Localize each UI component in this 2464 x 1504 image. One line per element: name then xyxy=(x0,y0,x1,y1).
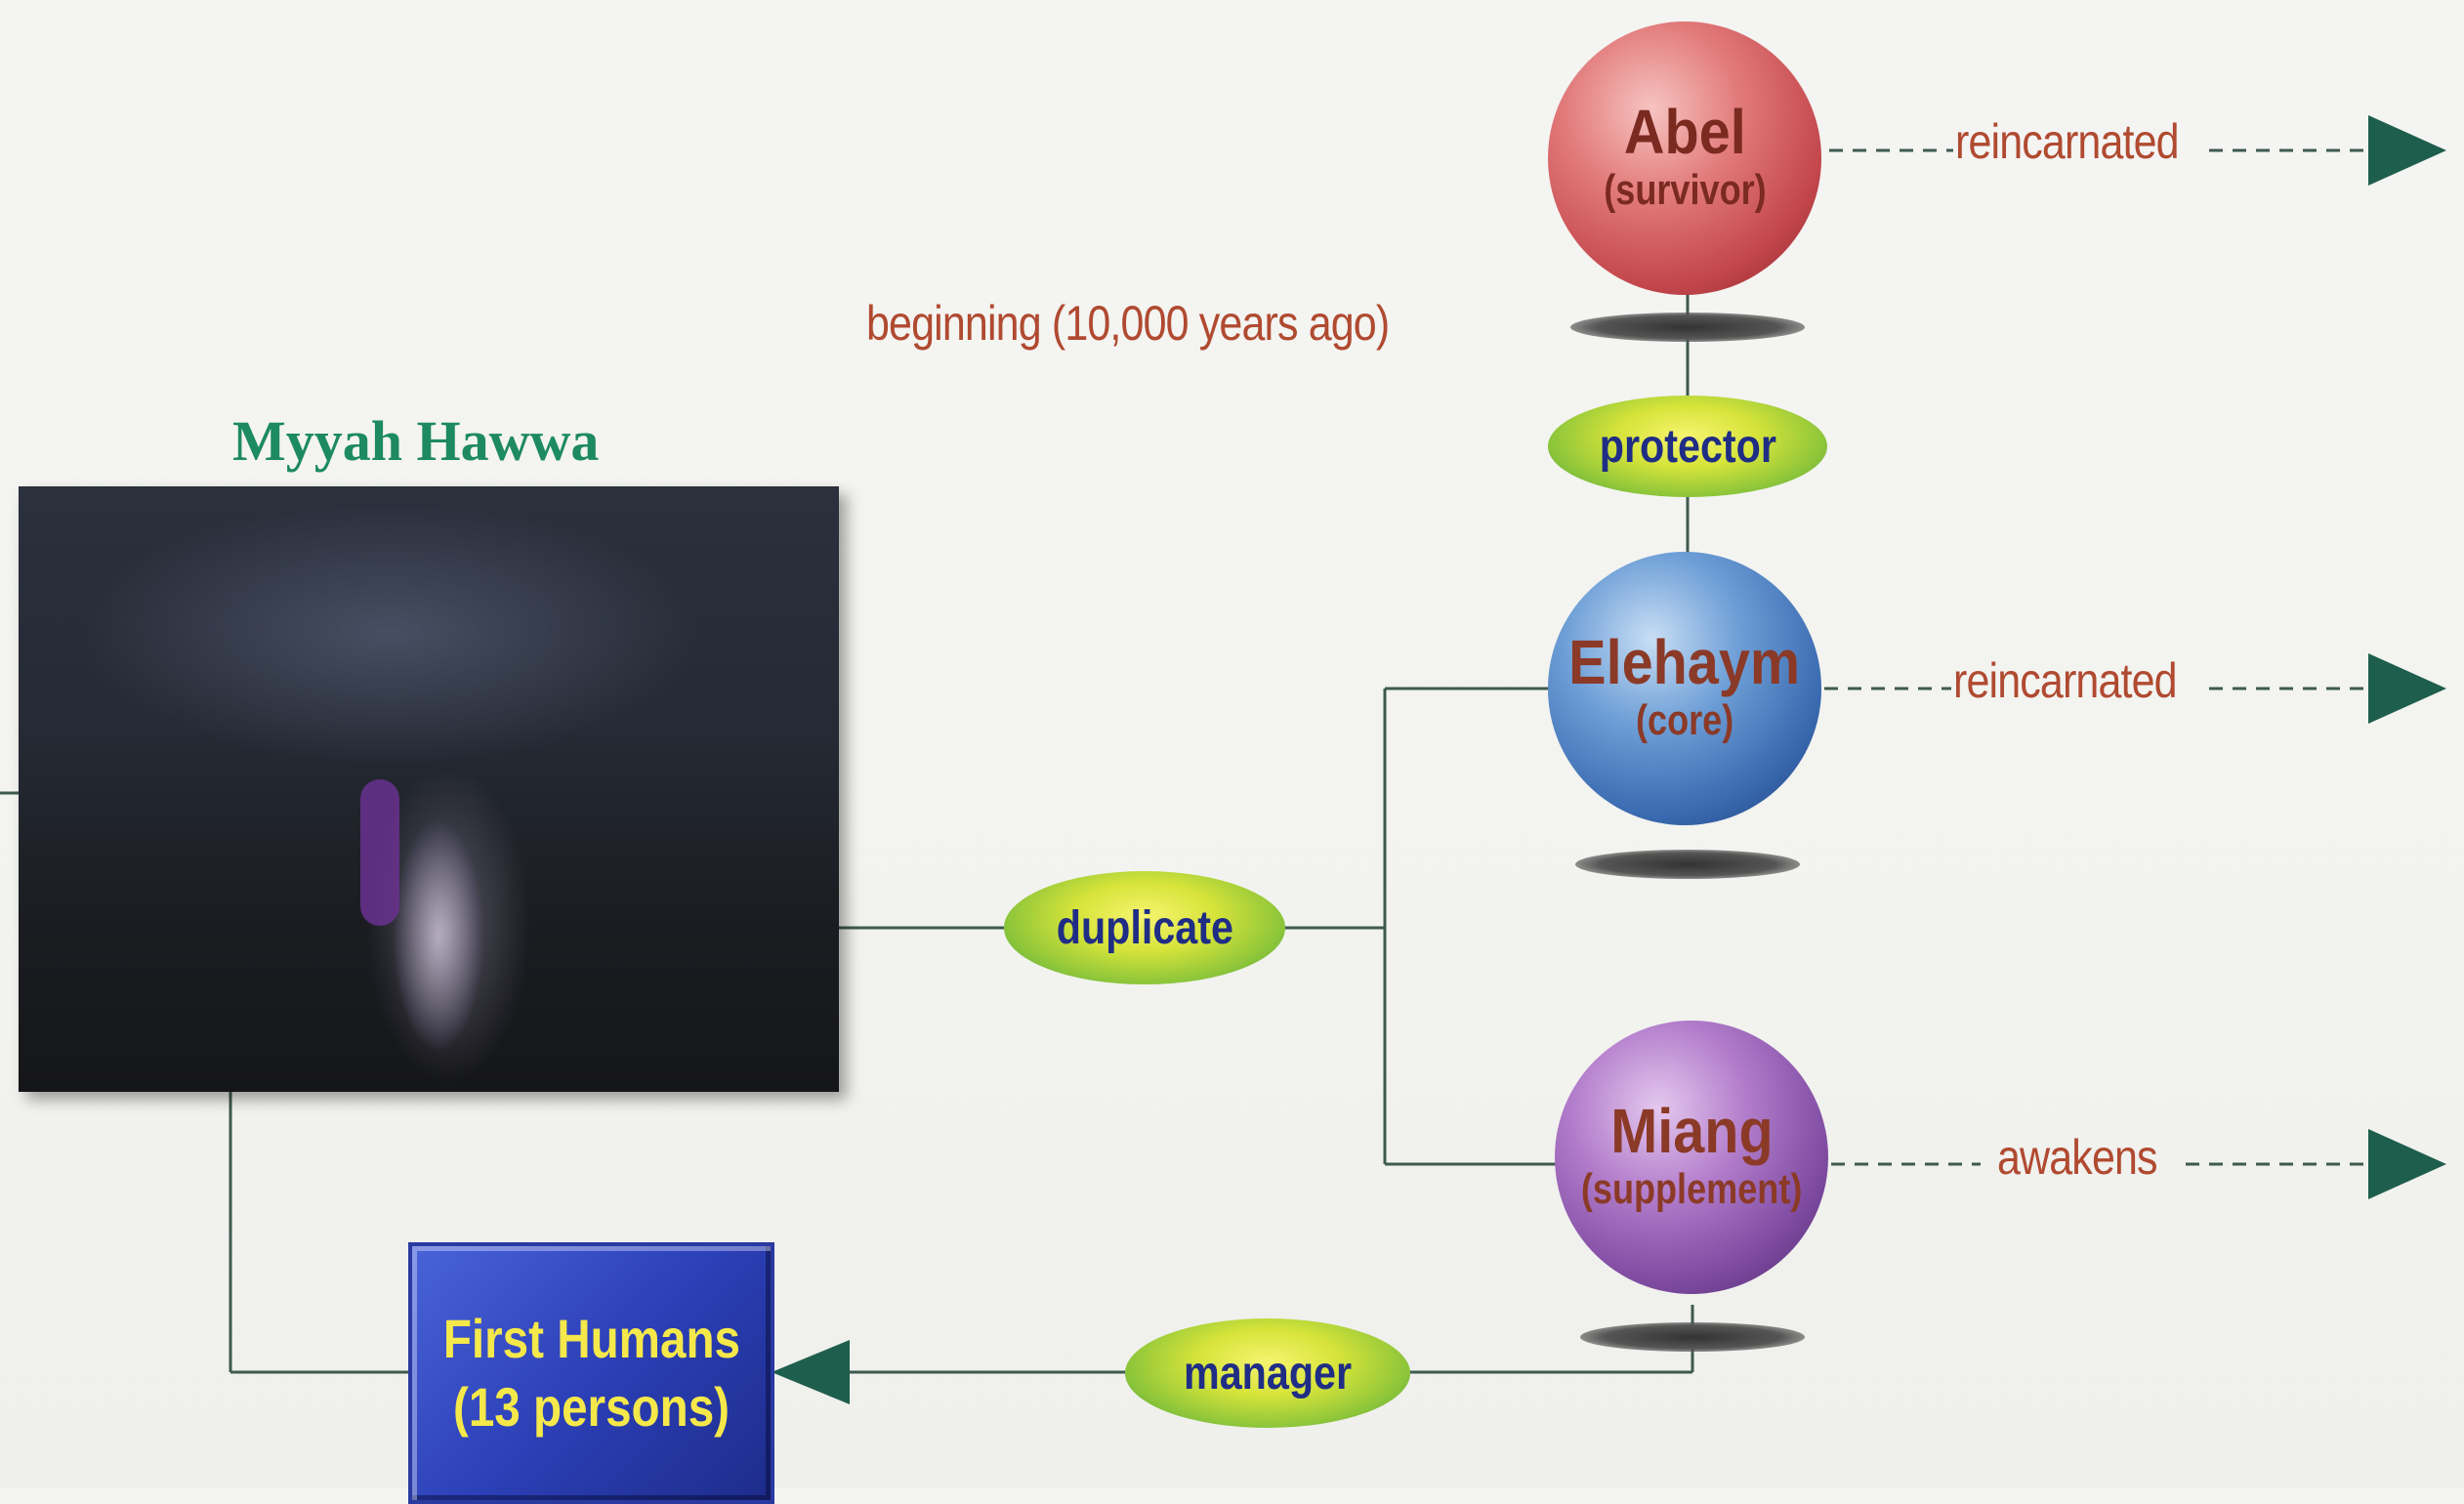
relation-manager-label: manager xyxy=(1183,1347,1353,1400)
diagram-title: Myyah Hawwa xyxy=(232,409,600,473)
relation-duplicate: duplicate xyxy=(1004,871,1285,984)
relation-duplicate-label: duplicate xyxy=(1056,901,1233,954)
relation-manager: manager xyxy=(1125,1318,1410,1428)
outcome-elehaym: reincarnated xyxy=(1953,653,2178,708)
relation-protector: protector xyxy=(1548,396,1827,497)
node-abel-role: (survivor) xyxy=(1603,166,1767,215)
arrow-right-abel-icon xyxy=(2368,115,2446,186)
node-elehaym: Elehaym (core) xyxy=(1548,552,1821,825)
node-miang-name: Miang xyxy=(1609,1096,1774,1166)
node-miang: Miang (supplement) xyxy=(1555,1021,1828,1294)
node-abel-name: Abel xyxy=(1623,97,1746,167)
figure-silhouette xyxy=(380,789,497,1082)
arrow-right-miang-icon xyxy=(2368,1129,2446,1199)
node-miang-role: (supplement) xyxy=(1580,1165,1803,1214)
node-miang-shadow xyxy=(1580,1322,1805,1352)
node-elehaym-shadow xyxy=(1575,850,1800,879)
node-elehaym-name: Elehaym xyxy=(1568,627,1801,697)
outcome-abel: reincarnated xyxy=(1955,114,2180,169)
outcome-miang: awakens xyxy=(1997,1130,2158,1185)
figure-hair xyxy=(360,779,399,926)
relation-protector-label: protector xyxy=(1599,420,1776,473)
node-abel-shadow xyxy=(1570,313,1805,342)
node-first-humans: First Humans (13 persons) xyxy=(408,1242,774,1504)
node-abel: Abel (survivor) xyxy=(1548,21,1821,295)
arrow-left-first-humans-icon xyxy=(772,1340,850,1404)
node-elehaym-role: (core) xyxy=(1635,696,1734,745)
node-first-humans-line1: First Humans xyxy=(442,1308,740,1369)
timeline-label: beginning (10,000 years ago) xyxy=(866,296,1390,351)
myyah-hawwa-image xyxy=(19,486,839,1092)
arrow-right-elehaym-icon xyxy=(2368,653,2446,724)
node-first-humans-line2: (13 persons) xyxy=(452,1376,731,1438)
